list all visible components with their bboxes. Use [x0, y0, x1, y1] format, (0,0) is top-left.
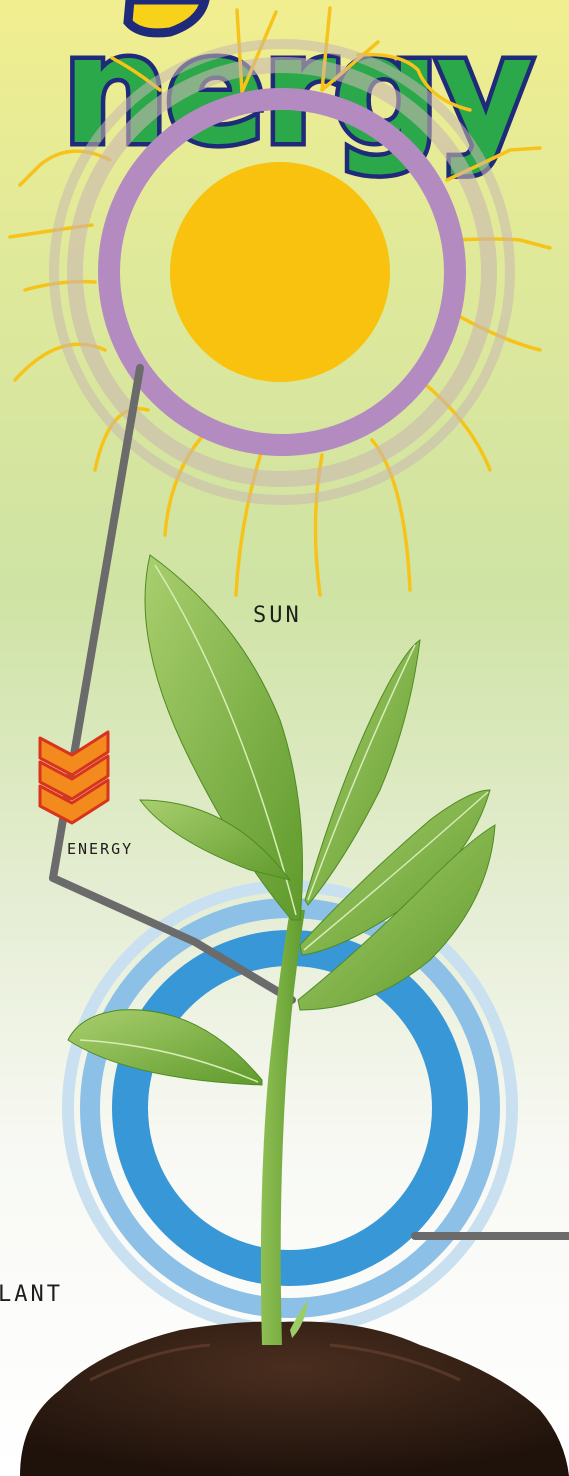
- sun-label: SUN: [253, 603, 302, 628]
- energy-label: ENERGY: [67, 840, 133, 858]
- plant-label: LANT: [0, 1282, 63, 1307]
- soil-mound: [20, 1321, 569, 1476]
